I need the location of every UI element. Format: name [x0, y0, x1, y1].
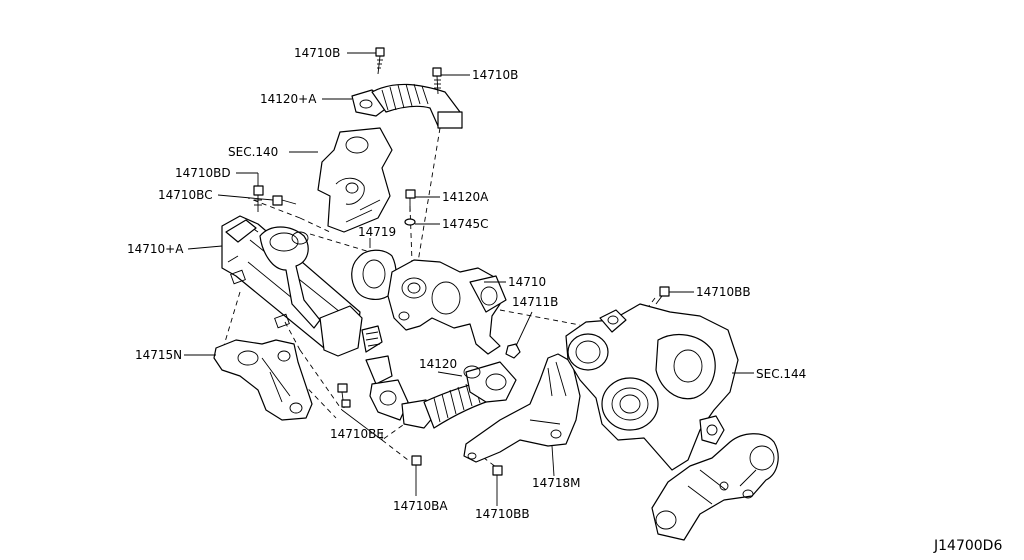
label-14120: 14120 [419, 357, 457, 371]
bolt-14710bb-right[interactable] [655, 286, 670, 305]
bolt-14710ba[interactable] [411, 455, 422, 476]
gasket-14719-part[interactable] [351, 249, 397, 300]
bolt-14710bc[interactable] [272, 195, 297, 206]
label-14718m: 14718M [532, 476, 581, 490]
label-14711b: 14711B [512, 295, 558, 309]
label-14710bb-bottom: 14710BB [475, 507, 530, 521]
lower-hose-part[interactable] [365, 355, 517, 429]
upper-hose-part[interactable] [351, 83, 463, 129]
label-14120a: 14120A [442, 190, 489, 204]
label-14719: 14719 [358, 225, 396, 239]
label-14710bd: 14710BD [175, 166, 231, 180]
bolt-14710b-top-right[interactable] [432, 67, 442, 95]
sec140-adapter-part[interactable] [317, 127, 393, 233]
label-14120-plus-a: 14120+A [260, 92, 317, 106]
nut-14711b[interactable] [505, 343, 521, 359]
label-14710bc: 14710BC [158, 188, 213, 202]
turbocharger-sec144-part[interactable] [565, 303, 779, 541]
bracket-14715n-part[interactable] [213, 339, 313, 421]
pipe-14718m-part[interactable] [463, 353, 581, 463]
egr-valve-part[interactable] [387, 259, 507, 355]
egr-cooler-part[interactable] [221, 215, 383, 357]
label-14710be: 14710BE [330, 427, 384, 441]
label-sec144: SEC.144 [756, 367, 806, 381]
label-14710ba: 14710BA [393, 499, 448, 513]
label-sec140: SEC.140 [228, 145, 278, 159]
label-14715n: 14715N [135, 348, 182, 362]
label-14710-plus-a: 14710+A [127, 242, 184, 256]
bolt-14710bb-bottom[interactable] [492, 465, 503, 488]
label-14710: 14710 [508, 275, 546, 289]
label-14710b-top-left: 14710B [294, 46, 340, 60]
label-14710b-top-right: 14710B [472, 68, 518, 82]
bolt-14120a[interactable] [405, 189, 416, 212]
leader-lines [184, 52, 754, 506]
washer-14745c[interactable] [404, 218, 416, 226]
label-14710bb-right: 14710BB [696, 285, 751, 299]
bolt-14710be[interactable] [337, 383, 351, 409]
bolt-14710bd[interactable] [253, 185, 264, 212]
label-14745c: 14745C [442, 217, 489, 231]
alignment-lines [221, 127, 656, 471]
diagram-id-code: J14700D6 [933, 538, 1002, 554]
bolt-14710b-top-left[interactable] [375, 47, 385, 75]
part-labels: 14710B 14710B 14120+A SEC.140 14710BD 14… [127, 46, 1002, 554]
